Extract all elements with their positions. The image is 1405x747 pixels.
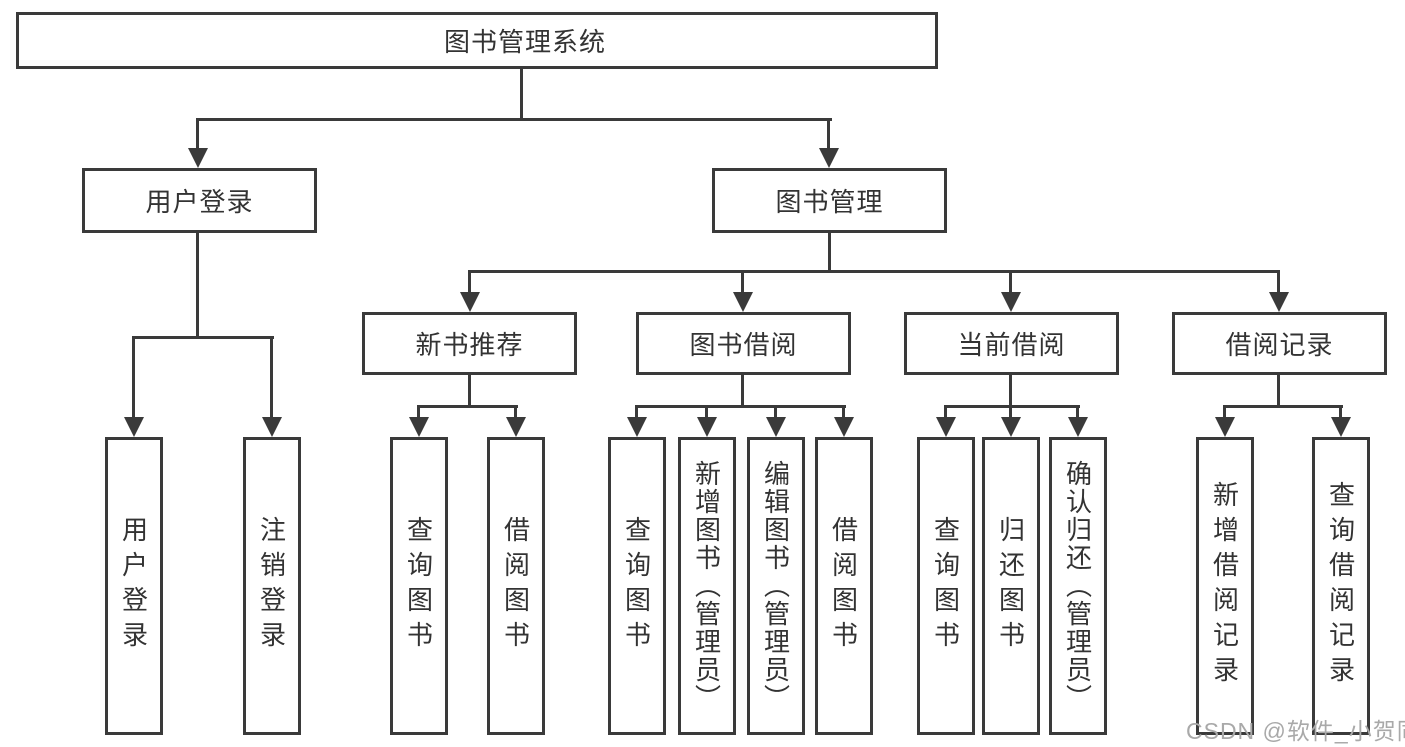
arrow-g2-query-books	[627, 405, 647, 437]
leaf-g3-confirm-return-admin-label: 确认归还（管理员）	[1062, 460, 1093, 712]
leaf-g1-query-books-label: 查询图书	[403, 516, 434, 656]
node-user-login: 用户登录	[82, 168, 317, 233]
leaf-g1-borrow-books: 借阅图书	[487, 437, 545, 735]
leaf-g3-return-book-label: 归还图书	[995, 516, 1026, 656]
leaf-user-login: 用户登录	[105, 437, 163, 735]
arrow-to-new-book-recommend	[460, 270, 480, 312]
node-new-book-recommend-label: 新书推荐	[415, 330, 524, 360]
arrow-to-book-management	[819, 118, 839, 168]
connector-root-split	[196, 118, 832, 121]
arrow-to-current-borrow	[1001, 270, 1021, 312]
connector-book-management-split	[468, 270, 1280, 273]
arrow-g1-query-books	[409, 405, 429, 437]
arrow-g3-return-book	[1001, 405, 1021, 437]
connector-g4-stub	[1277, 375, 1280, 405]
node-book-borrow-label: 图书借阅	[689, 330, 798, 360]
connector-g1-stub	[468, 375, 471, 405]
leaf-g1-borrow-books-label: 借阅图书	[500, 516, 531, 656]
leaf-g2-borrow-books-label: 借阅图书	[828, 516, 859, 656]
csdn-watermark: CSDN @软件_小贺同学	[1186, 718, 1405, 744]
node-book-borrow: 图书借阅	[636, 312, 851, 375]
arrow-g3-confirm-return	[1068, 405, 1088, 437]
arrow-to-user-login	[188, 118, 208, 168]
leaf-g3-return-book: 归还图书	[982, 437, 1040, 735]
arrow-g2-borrow-books	[834, 405, 854, 437]
node-borrow-records: 借阅记录	[1172, 312, 1387, 375]
leaf-g4-query-borrow-record-label: 查询借阅记录	[1325, 481, 1356, 691]
arrow-g4-query-record	[1331, 405, 1351, 437]
leaf-g3-query-books: 查询图书	[917, 437, 975, 735]
node-current-borrow-label: 当前借阅	[957, 330, 1066, 360]
connector-root-stub	[520, 69, 523, 118]
leaf-g3-query-books-label: 查询图书	[930, 516, 961, 656]
arrow-to-book-borrow	[733, 270, 753, 312]
connector-g3-split	[944, 405, 1080, 408]
leaf-g2-add-book-admin: 新增图书（管理员）	[678, 437, 736, 735]
leaf-g2-edit-book-admin-label: 编辑图书（管理员）	[760, 460, 791, 712]
connector-user-login-split	[132, 336, 274, 339]
arrow-g3-query-books	[936, 405, 956, 437]
arrow-to-leaf-logout	[262, 336, 282, 437]
node-book-management-label: 图书管理	[775, 187, 884, 217]
connector-g1-split	[417, 405, 518, 408]
connector-g2-stub	[741, 375, 744, 405]
leaf-g2-query-books-label: 查询图书	[621, 516, 652, 656]
connector-user-login-stub	[196, 233, 199, 336]
node-library-system: 图书管理系统	[16, 12, 938, 69]
leaf-g4-query-borrow-record: 查询借阅记录	[1312, 437, 1370, 735]
connector-g3-stub	[1009, 375, 1012, 405]
node-user-login-label: 用户登录	[145, 187, 254, 217]
leaf-g3-confirm-return-admin: 确认归还（管理员）	[1049, 437, 1107, 735]
leaf-g1-query-books: 查询图书	[390, 437, 448, 735]
leaf-g4-add-borrow-record-label: 新增借阅记录	[1209, 481, 1240, 691]
leaf-g2-borrow-books: 借阅图书	[815, 437, 873, 735]
connector-g4-split	[1223, 405, 1343, 408]
node-current-borrow: 当前借阅	[904, 312, 1119, 375]
arrow-to-borrow-records	[1269, 270, 1289, 312]
node-new-book-recommend: 新书推荐	[362, 312, 577, 375]
leaf-user-login-label: 用户登录	[118, 516, 149, 656]
connector-book-management-stub	[828, 233, 831, 270]
node-library-system-label: 图书管理系统	[443, 27, 606, 57]
arrow-g4-add-record	[1215, 405, 1235, 437]
leaf-g4-add-borrow-record: 新增借阅记录	[1196, 437, 1254, 735]
leaf-g2-add-book-admin-label: 新增图书（管理员）	[691, 460, 722, 712]
connector-g2-split	[635, 405, 846, 408]
arrow-g1-borrow-books	[506, 405, 526, 437]
arrow-g2-edit-book	[766, 405, 786, 437]
leaf-g2-query-books: 查询图书	[608, 437, 666, 735]
arrow-g2-add-book	[697, 405, 717, 437]
arrow-to-leaf-user-login	[124, 336, 144, 437]
leaf-g2-edit-book-admin: 编辑图书（管理员）	[747, 437, 805, 735]
node-borrow-records-label: 借阅记录	[1225, 330, 1334, 360]
node-book-management: 图书管理	[712, 168, 947, 233]
leaf-logout-label: 注销登录	[256, 516, 287, 656]
leaf-logout: 注销登录	[243, 437, 301, 735]
